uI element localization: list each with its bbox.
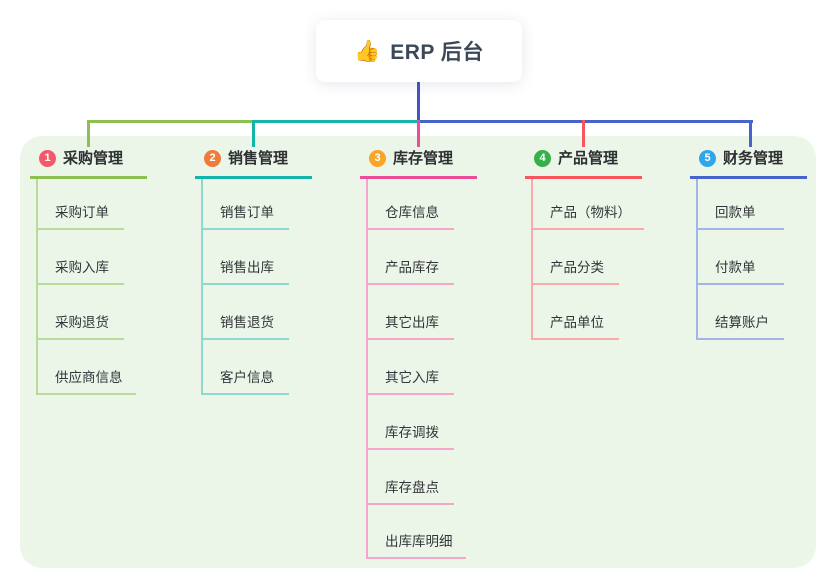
child-node[interactable]: 采购退货 [36,314,124,340]
child-node[interactable]: 其它出库 [366,314,454,340]
child-node[interactable]: 产品分类 [531,259,619,285]
child-connector-line [201,179,203,395]
branch-index-badge: 1 [39,150,56,167]
child-node[interactable]: 回款单 [696,204,784,230]
child-node[interactable]: 出库库明细 [366,533,466,559]
branch-title-label: 销售管理 [228,150,289,167]
root-title: ERP 后台 [390,41,484,64]
child-node[interactable]: 销售出库 [201,259,289,285]
child-node[interactable]: 仓库信息 [366,204,454,230]
branch-drop-line-1 [87,120,90,147]
child-connector-line [36,179,38,395]
branch-index-badge: 5 [699,150,716,167]
branch-index-badge: 4 [534,150,551,167]
branch-drop-line-3 [417,120,420,147]
child-node[interactable]: 产品单位 [531,314,619,340]
child-connector-line [696,179,698,340]
child-node[interactable]: 结算账户 [696,314,784,340]
branch-title-4[interactable]: 4 产品管理 [525,148,642,179]
bus-segment-finance [418,120,753,123]
branch-drop-line-2 [252,120,255,147]
branch-title-label: 采购管理 [63,150,124,167]
branch-drop-line-4 [582,120,585,147]
child-connector-line [531,179,533,340]
child-node[interactable]: 供应商信息 [36,369,136,395]
child-node[interactable]: 采购订单 [36,204,124,230]
branch-title-2[interactable]: 2 销售管理 [195,148,312,179]
branch-title-label: 产品管理 [558,150,619,167]
branch-title-label: 库存管理 [393,150,454,167]
child-node[interactable]: 付款单 [696,259,784,285]
child-node[interactable]: 销售退货 [201,314,289,340]
branch-title-1[interactable]: 1 采购管理 [30,148,147,179]
child-node[interactable]: 产品（物料） [531,204,644,230]
child-connector-line [366,179,368,559]
root-connector-line [417,82,420,123]
child-node[interactable]: 客户信息 [201,369,289,395]
branch-drop-line-5 [749,120,752,147]
branch-title-label: 财务管理 [723,150,784,167]
child-node[interactable]: 采购入库 [36,259,124,285]
root-node[interactable]: 👍 ERP 后台 [316,20,522,82]
bus-segment-purchase [88,120,253,123]
branches-panel [20,136,816,568]
branch-index-badge: 2 [204,150,221,167]
thumbs-up-icon: 👍 [354,39,381,63]
child-node[interactable]: 销售订单 [201,204,289,230]
child-node[interactable]: 库存盘点 [366,479,454,505]
branch-title-5[interactable]: 5 财务管理 [690,148,807,179]
child-node[interactable]: 产品库存 [366,259,454,285]
branch-title-3[interactable]: 3 库存管理 [360,148,477,179]
child-node[interactable]: 其它入库 [366,369,454,395]
branch-index-badge: 3 [369,150,386,167]
bus-segment-sales [253,120,418,123]
child-node[interactable]: 库存调拨 [366,424,454,450]
